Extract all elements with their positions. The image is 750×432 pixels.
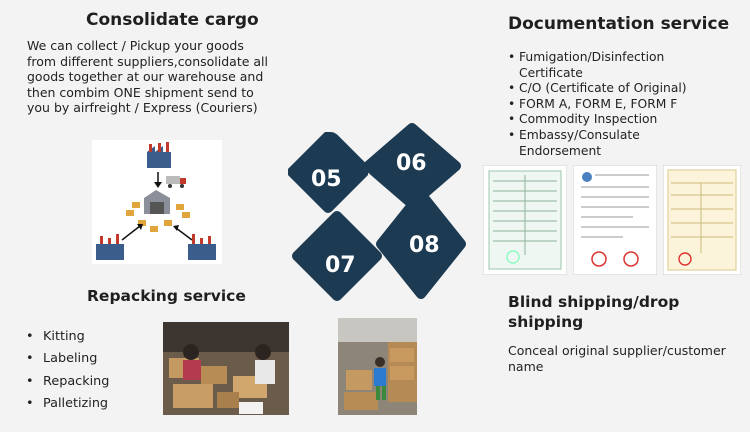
warehouse-icon bbox=[126, 190, 190, 232]
list-item: Repacking bbox=[26, 371, 109, 394]
list-item: Palletizing bbox=[26, 393, 109, 416]
documentation-list: Fumigation/Disinfection Certificate C/O … bbox=[508, 50, 718, 159]
list-item: Labeling bbox=[26, 348, 109, 371]
document-icon bbox=[483, 165, 567, 275]
consolidate-title: Consolidate cargo bbox=[86, 10, 259, 30]
tile-08-label: 08 bbox=[409, 233, 440, 258]
list-item: Fumigation/Disinfection Certificate bbox=[508, 50, 718, 81]
factory-icon bbox=[147, 142, 171, 168]
consolidate-text: We can collect / Pickup your goods from … bbox=[27, 38, 269, 115]
blind-shipping-title: Blind shipping/drop shipping bbox=[508, 293, 680, 331]
truck-icon bbox=[166, 176, 186, 188]
factory-icon bbox=[96, 234, 124, 260]
warehouse-photo bbox=[338, 318, 417, 415]
tile-06-label: 06 bbox=[396, 151, 427, 176]
blind-shipping-text: Conceal original supplier/customer name bbox=[508, 343, 726, 374]
repacking-title: Repacking service bbox=[87, 287, 246, 305]
list-item: FORM A, FORM E, FORM F bbox=[508, 97, 718, 113]
list-item: Kitting bbox=[26, 326, 109, 349]
documentation-title: Documentation service bbox=[508, 14, 730, 34]
repacking-list: Kitting Labeling Repacking Palletizing bbox=[26, 326, 109, 415]
tile-08-shape bbox=[376, 189, 466, 299]
list-item: Commodity Inspection bbox=[508, 112, 718, 128]
tile-05-shape bbox=[288, 132, 368, 213]
list-item: C/O (Certificate of Original) bbox=[508, 81, 718, 97]
list-item: Embassy/Consulate Endorsement bbox=[508, 128, 718, 159]
consolidation-illustration bbox=[92, 140, 222, 264]
repacking-photo bbox=[163, 322, 289, 415]
tile-07-label: 07 bbox=[325, 253, 356, 278]
tile-05-label: 05 bbox=[311, 167, 342, 192]
tile-07-shape bbox=[292, 211, 382, 301]
document-icon bbox=[573, 165, 657, 275]
document-icon bbox=[663, 165, 741, 275]
factory-icon bbox=[188, 234, 216, 260]
